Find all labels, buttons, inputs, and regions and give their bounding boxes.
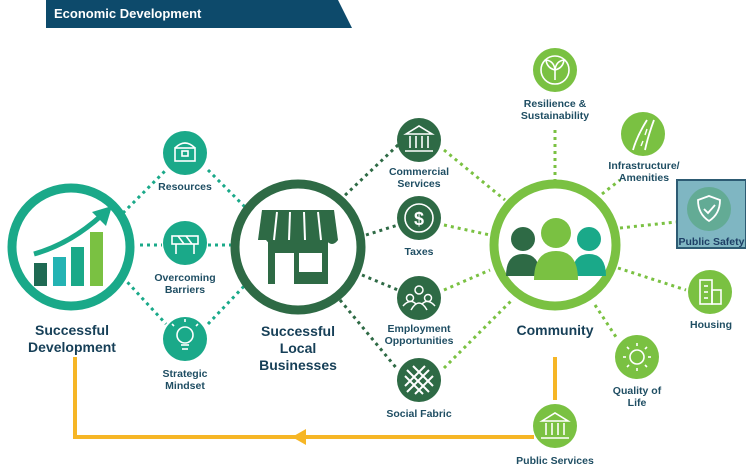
leaf-sprout-icon bbox=[540, 55, 570, 85]
taxes-label: Taxes bbox=[404, 246, 434, 258]
community-hub bbox=[489, 179, 621, 311]
connectors-middle bbox=[338, 143, 400, 371]
woven-fabric-icon bbox=[404, 365, 434, 395]
feedback-arrow bbox=[73, 357, 557, 445]
bank-building-icon bbox=[403, 125, 435, 152]
header-title: Economic Development bbox=[54, 6, 202, 21]
social-fabric-label: Social Fabric bbox=[386, 408, 452, 420]
node-social-fabric bbox=[397, 358, 441, 402]
shield-check-icon bbox=[697, 195, 721, 223]
people-group-icon bbox=[506, 218, 606, 280]
infrastructure-label: Infrastructure/ Amenities bbox=[608, 160, 680, 185]
overcoming-barriers-label: Overcoming Barriers bbox=[154, 272, 216, 297]
feedback-arrowhead-icon bbox=[292, 429, 306, 445]
barrier-icon bbox=[171, 235, 199, 254]
housing-label: Housing bbox=[690, 319, 732, 331]
columns-building-icon bbox=[539, 412, 571, 439]
node-strategic-mindset bbox=[163, 317, 207, 361]
development-label: Successful Development bbox=[28, 322, 116, 355]
sun-icon bbox=[623, 343, 651, 371]
storefront-icon bbox=[258, 210, 338, 284]
dollar-icon bbox=[404, 203, 434, 233]
node-infrastructure bbox=[621, 112, 665, 156]
lightbulb-icon bbox=[171, 319, 199, 350]
quality-of-life-label: Quality of Life bbox=[612, 385, 662, 410]
node-public-services bbox=[533, 404, 577, 448]
businesses-hub bbox=[230, 179, 366, 315]
building-icon bbox=[699, 279, 722, 305]
node-employment-opportunities bbox=[397, 276, 441, 320]
public-safety-label: Public Safety bbox=[678, 236, 745, 248]
connectors-left bbox=[116, 168, 250, 326]
development-hub bbox=[7, 183, 135, 311]
node-public-safety bbox=[676, 179, 746, 249]
node-housing bbox=[688, 270, 732, 314]
resources-label: Resources bbox=[158, 181, 212, 193]
connectors-community bbox=[442, 130, 687, 370]
node-commercial-services bbox=[397, 118, 441, 162]
road-icon bbox=[632, 119, 655, 151]
strategic-mindset-label: Strategic Mindset bbox=[162, 368, 208, 393]
commercial-services-label: Commercial Services bbox=[388, 166, 450, 191]
community-label: Community bbox=[516, 322, 594, 338]
node-overcoming-barriers bbox=[163, 221, 207, 265]
public-services-label: Public Services bbox=[516, 455, 594, 467]
dollar-glyph: $ bbox=[414, 209, 424, 229]
node-quality-of-life bbox=[615, 335, 659, 379]
employment-opportunities-label: Employment Opportunities bbox=[384, 323, 454, 348]
header-banner bbox=[46, 0, 352, 28]
resilience-label: Resilience & Sustainability bbox=[520, 98, 590, 123]
node-taxes: $ bbox=[397, 196, 441, 240]
node-resilience bbox=[533, 48, 577, 92]
bar-chart-growth-icon bbox=[33, 206, 112, 286]
node-resources bbox=[163, 131, 207, 175]
businesses-label: Successful Local Businesses bbox=[259, 323, 337, 373]
people-network-icon bbox=[402, 285, 436, 311]
treasure-chest-icon bbox=[174, 142, 196, 162]
